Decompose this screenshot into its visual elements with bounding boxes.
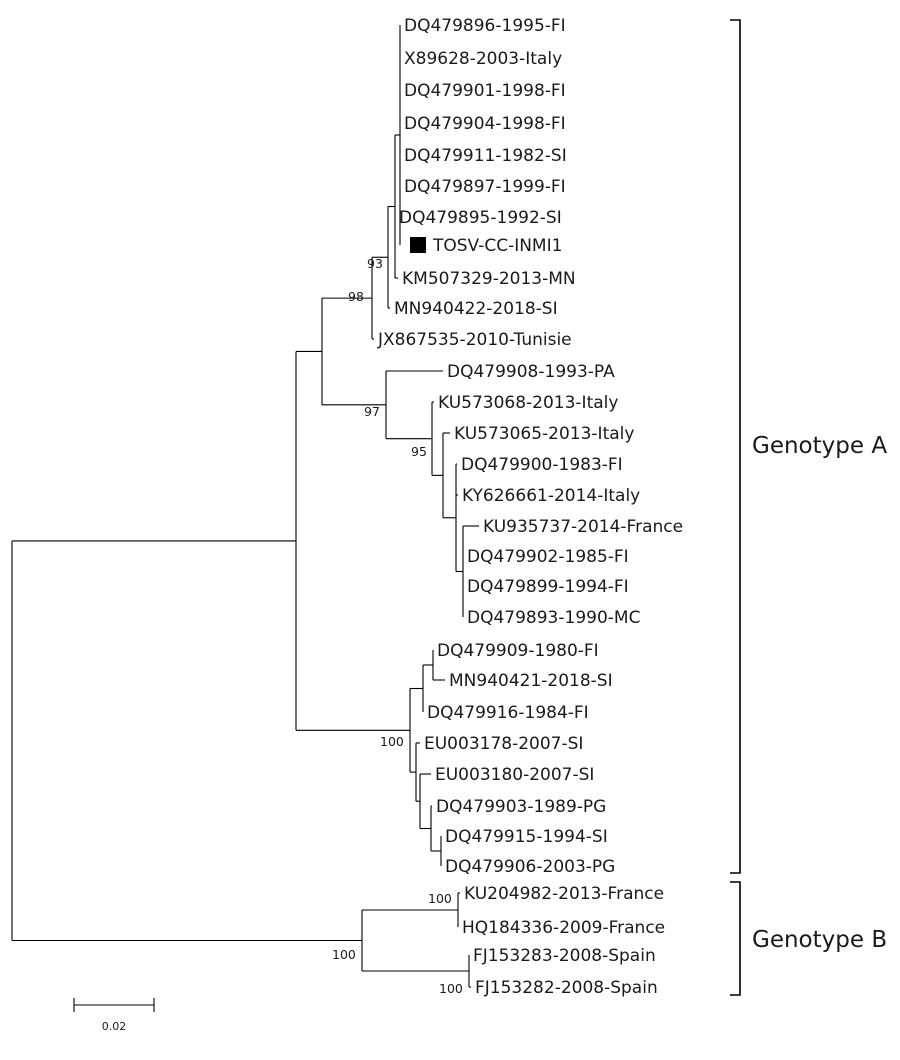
leaf-label: DQ479904-1998-FI <box>404 114 566 134</box>
leaf-label: DQ479909-1980-FI <box>437 641 599 661</box>
leaf-label: DQ479893-1990-MC <box>467 608 640 628</box>
leaf-label: DQ479896-1995-FI <box>404 16 566 36</box>
leaf-labels: DQ479896-1995-FI X89628-2003-ItalyDQ47990… <box>377 16 683 998</box>
support-value: 98 <box>348 289 364 304</box>
leaf-label: KM507329-2013-MN <box>402 269 576 289</box>
leaf-label: FJ153282-2008-Spain <box>475 978 658 998</box>
leaf-label: TOSV-CC-INMI1 <box>432 236 562 256</box>
support-value: 97 <box>364 404 380 419</box>
leaf-label: DQ479906-2003-PG <box>445 857 615 877</box>
support-value: 95 <box>411 444 427 459</box>
genotype-bracket <box>730 19 741 874</box>
support-value: 100 <box>439 981 463 996</box>
leaf-label: DQ479900-1983-FI <box>461 455 623 475</box>
leaf-label: DQ479897-1999-FI <box>404 177 566 197</box>
support-value: 93 <box>367 256 383 271</box>
genotype-label: Genotype B <box>752 927 887 953</box>
leaf-label: MN940421-2018-SI <box>449 671 613 691</box>
leaf-label: DQ479901-1998-FI <box>404 81 566 101</box>
support-value: 100 <box>428 891 452 906</box>
leaf-label: JX867535-2010-Tunisie <box>377 330 572 350</box>
leaf-label: DQ479899-1994-FI <box>467 577 629 597</box>
genotype-bracket <box>730 881 741 996</box>
leaf-label: FJ153283-2008-Spain <box>473 946 656 966</box>
support-value: 100 <box>332 947 356 962</box>
leaf-label: KU204982-2013-France <box>464 884 664 904</box>
leaf-label: DQ479908-1993-PA <box>447 362 615 382</box>
leaf-label: DQ479911-1982-SI <box>404 146 567 166</box>
leaf-label: X89628-2003-Italy <box>404 49 562 69</box>
leaf-label: DQ479903-1989-PG <box>436 797 606 817</box>
leaf-label: KU935737-2014-France <box>483 517 683 537</box>
leaf-label: HQ184336-2009-France <box>462 918 665 938</box>
leaf-label: DQ479915-1994-SI <box>445 827 608 847</box>
leaf-label: EU003180-2007-SI <box>435 765 594 785</box>
support-value: 100 <box>380 734 404 749</box>
support-values: 93 98 97 95 100 100 100 100 <box>332 256 463 996</box>
leaf-label: KU573065-2013-Italy <box>454 424 634 444</box>
leaf-label: KU573068-2013-Italy <box>438 393 618 413</box>
highlight-square-icon <box>410 237 426 253</box>
scale-bar-label: 0.02 <box>102 1020 127 1033</box>
leaf-label: EU003178-2007-SI <box>424 734 583 754</box>
genotype-label: Genotype A <box>752 433 887 459</box>
leaf-label: DQ479916-1984-FI <box>427 703 589 723</box>
leaf-label: DQ479902-1985-FI <box>467 547 629 567</box>
leaf-label: DQ479895-1992-SI <box>399 208 562 228</box>
genotype-brackets: Genotype A Genotype B <box>730 19 887 996</box>
leaf-label: KY626661-2014-Italy <box>462 486 640 506</box>
scale-bar: 0.02 <box>73 998 155 1033</box>
tree-branches <box>11 25 479 988</box>
leaf-label: MN940422-2018-SI <box>394 299 558 319</box>
